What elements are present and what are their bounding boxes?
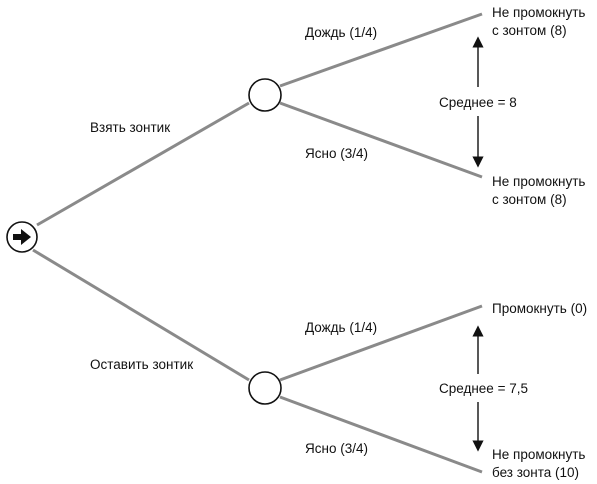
label-leave-umbrella: Оставить зонтик bbox=[90, 357, 193, 372]
label-lower-rain: Дождь (1/4) bbox=[305, 320, 377, 335]
chance-node-upper bbox=[248, 78, 282, 112]
label-upper-rain: Дождь (1/4) bbox=[305, 25, 377, 40]
label-upper-clear: Ясно (3/4) bbox=[305, 146, 368, 161]
branch-upper-clear bbox=[279, 101, 483, 179]
average-upper: Среднее = 8 bbox=[439, 95, 517, 110]
label-take-umbrella: Взять зонтик bbox=[90, 120, 170, 135]
outcome-upper-rain-line1: Не промокнуть bbox=[492, 5, 585, 20]
outcome-lower-rain-line1: Промокнуть (0) bbox=[492, 301, 587, 316]
branch-upper-rain bbox=[279, 12, 483, 88]
average-lower: Среднее = 7,5 bbox=[439, 381, 528, 396]
chance-node-lower bbox=[248, 371, 282, 405]
branch-leave-umbrella bbox=[32, 248, 250, 382]
outcome-upper-clear-line1: Не промокнуть bbox=[492, 174, 585, 189]
outcome-lower-clear-line2: без зонта (10) bbox=[492, 465, 579, 480]
outcome-upper-clear-line2: с зонтом (8) bbox=[492, 192, 567, 207]
branch-lower-rain bbox=[279, 304, 483, 382]
arrow-right-icon bbox=[13, 229, 31, 245]
branch-take-umbrella bbox=[36, 101, 250, 227]
branch-lower-clear bbox=[279, 395, 483, 474]
label-lower-clear: Ясно (3/4) bbox=[305, 441, 368, 456]
outcome-lower-clear-line1: Не промокнуть bbox=[492, 447, 585, 462]
outcome-upper-rain-line2: с зонтом (8) bbox=[492, 23, 567, 38]
